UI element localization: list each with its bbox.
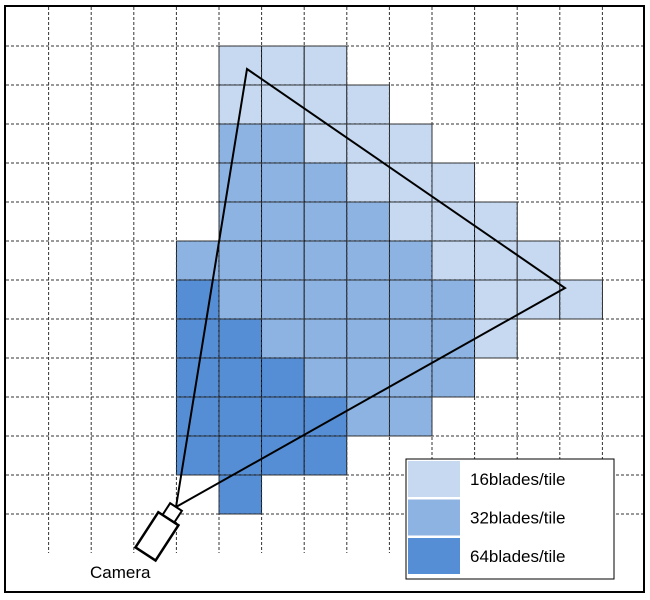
tile-medium (346, 318, 390, 359)
tile-medium (346, 396, 390, 437)
tile-medium (346, 201, 390, 242)
tile-medium (261, 318, 305, 359)
tile-high (218, 474, 262, 515)
tile-low (346, 84, 390, 125)
legend-swatch-medium (408, 499, 460, 536)
tile-grid (175, 45, 603, 515)
tile-high (175, 396, 220, 437)
legend-label-low: 16blades/tile (470, 470, 565, 489)
tile-medium (388, 279, 433, 320)
tile-medium (261, 201, 305, 242)
tile-low (261, 45, 305, 86)
tile-low (431, 162, 475, 203)
tile-low (303, 45, 348, 86)
tile-medium (388, 357, 433, 398)
tile-low (474, 201, 518, 242)
tile-medium (346, 240, 390, 281)
tile-medium (175, 240, 220, 281)
tile-medium (218, 201, 262, 242)
tile-low (388, 123, 433, 164)
tile-high (218, 318, 262, 359)
tile-medium (218, 240, 262, 281)
tile-medium (388, 318, 433, 359)
legend-swatch-low (408, 461, 460, 497)
diagram-border (4, 5, 645, 593)
tile-low (431, 240, 475, 281)
tile-high (218, 396, 262, 437)
tile-medium (303, 318, 348, 359)
tile-medium (218, 279, 262, 320)
legend-label-medium: 32blades/tile (470, 509, 565, 528)
tile-low (303, 84, 348, 125)
tile-low (516, 279, 561, 320)
legend-swatch-high (408, 538, 460, 574)
view-frustum (174, 67, 567, 509)
tile-medium (261, 279, 305, 320)
tile-medium (218, 123, 262, 164)
tile-low (346, 123, 390, 164)
legend: 16blades/tile 32blades/tile 64blades/tile (405, 458, 615, 580)
tile-medium (431, 279, 475, 320)
tile-medium (303, 201, 348, 242)
tile-medium (431, 357, 475, 398)
tile-medium (303, 279, 348, 320)
tile-low (559, 279, 603, 320)
tile-high (218, 435, 262, 476)
tile-high (175, 318, 220, 359)
camera-label: Camera (90, 563, 151, 582)
tile-low (218, 45, 262, 86)
tile-low (474, 279, 518, 320)
tile-medium (346, 279, 390, 320)
tile-medium (261, 123, 305, 164)
tile-low (346, 162, 390, 203)
camera-icon (133, 501, 184, 563)
tile-medium (303, 240, 348, 281)
tile-low (388, 201, 433, 242)
tile-medium (261, 162, 305, 203)
tile-low (474, 240, 518, 281)
tile-medium (388, 396, 433, 437)
tile-high (261, 357, 305, 398)
tile-high (303, 435, 348, 476)
tile-medium (303, 357, 348, 398)
tile-low (303, 123, 348, 164)
tile-medium (261, 240, 305, 281)
tile-high (261, 396, 305, 437)
tile-medium (431, 318, 475, 359)
tile-low (474, 318, 518, 359)
tile-medium (388, 240, 433, 281)
legend-label-high: 64blades/tile (470, 547, 565, 566)
tile-medium (303, 162, 348, 203)
tile-high (218, 357, 262, 398)
